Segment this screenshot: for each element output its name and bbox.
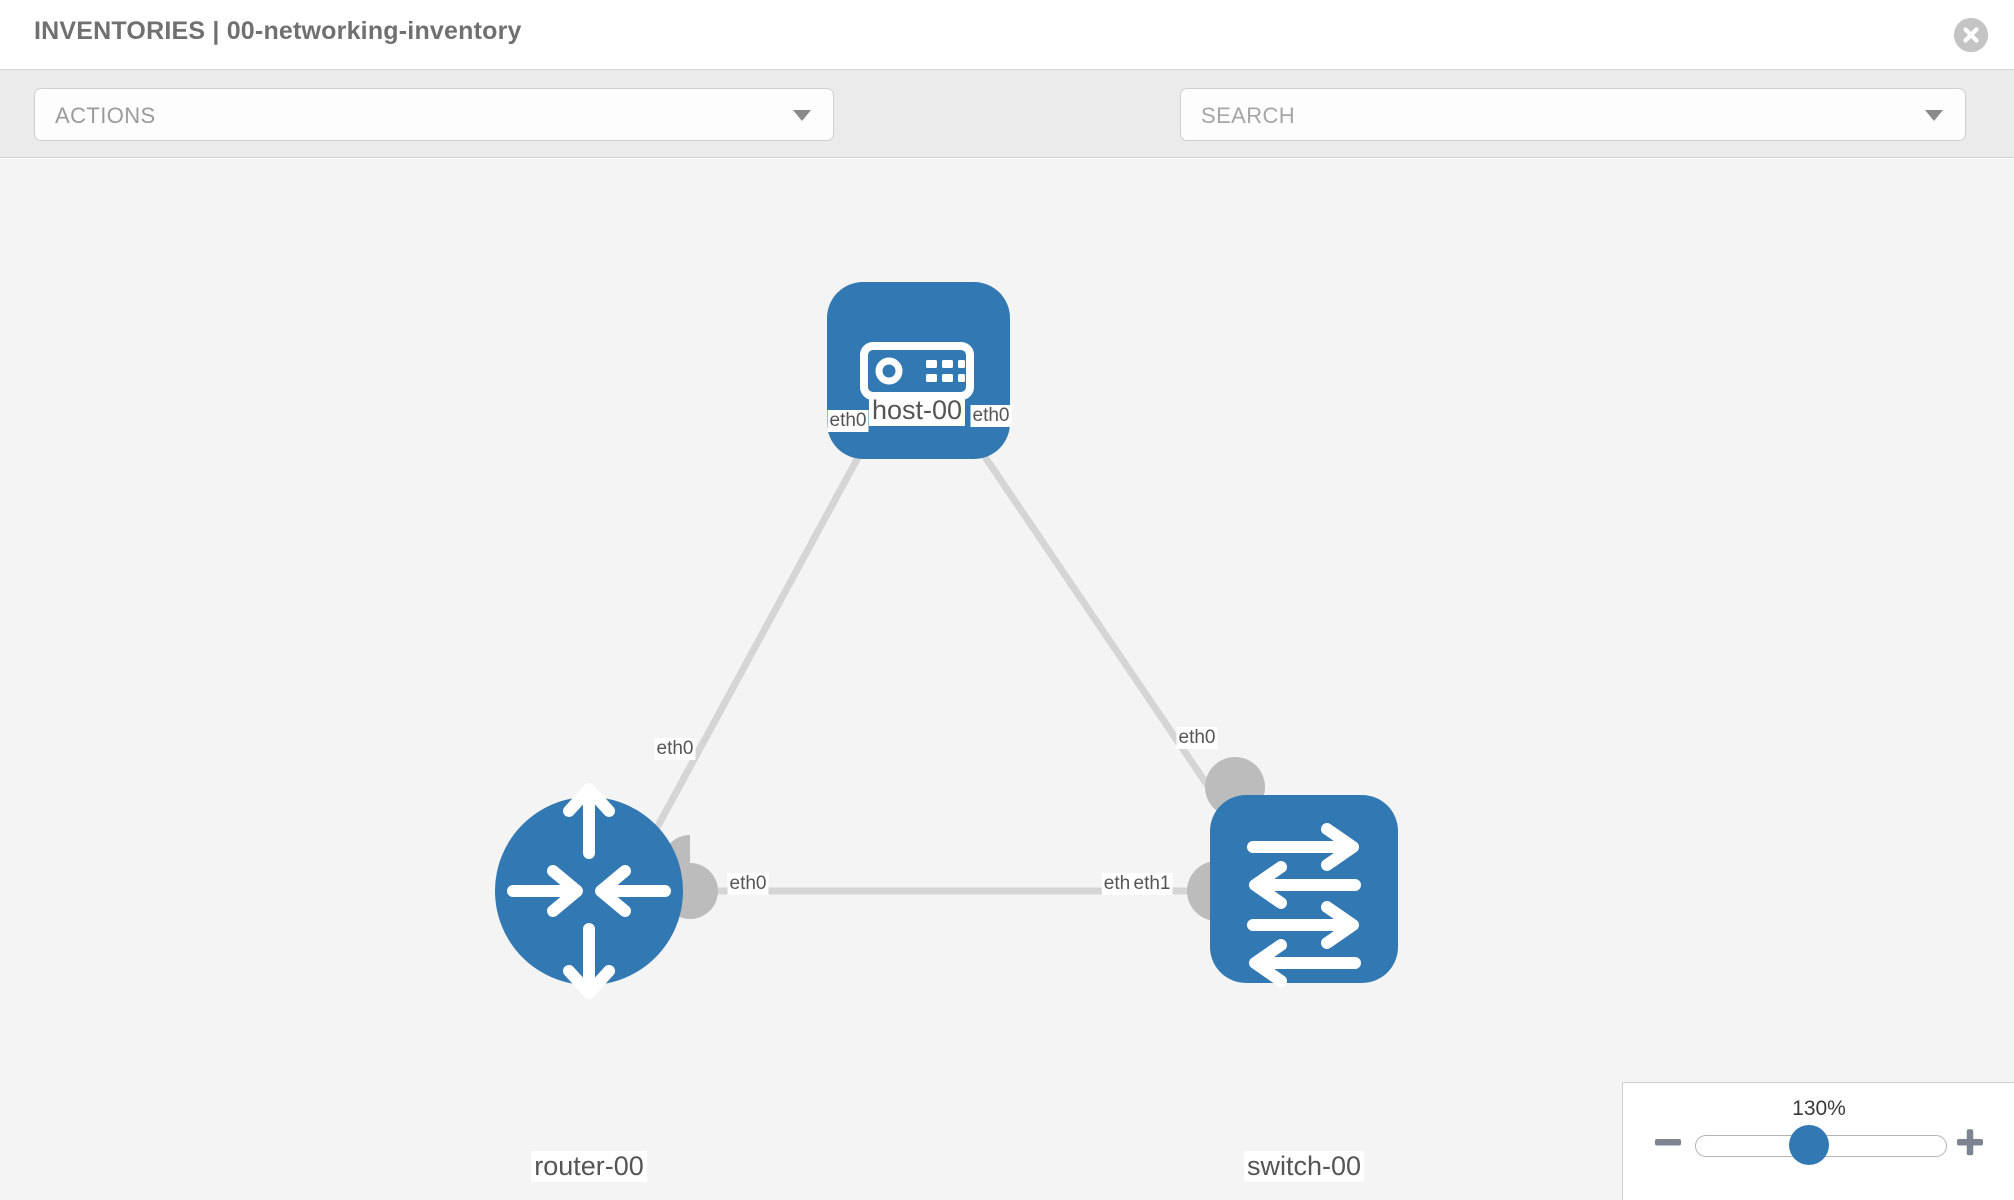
search-placeholder: SEARCH — [1201, 103, 1296, 128]
iface-label-router-eth0: eth0 — [727, 873, 769, 895]
chevron-down-icon[interactable] — [1925, 110, 1943, 121]
iface-label-router-uplink: eth0 — [654, 738, 696, 760]
toolbar: ACTIONS SEARCH — [0, 70, 2014, 200]
iface-label-switch-eth: eth — [1101, 873, 1133, 895]
link-host-switch — [955, 415, 1255, 853]
node-router-00 — [495, 783, 683, 999]
node-label-router-00: router-00 — [531, 1151, 647, 1182]
page-title: INVENTORIES | 00-networking-inventory — [34, 17, 522, 45]
page-header: INVENTORIES | 00-networking-inventory — [0, 0, 2014, 70]
minus-icon[interactable] — [1651, 1125, 1685, 1159]
zoom-control-panel: 130% — [1622, 1082, 2014, 1200]
actions-dropdown-label: ACTIONS — [55, 103, 156, 128]
search-input[interactable]: SEARCH — [1180, 88, 1966, 141]
plus-icon[interactable] — [1953, 1125, 1987, 1159]
node-label-host-00: host-00 — [868, 395, 966, 426]
iface-label-switch-eth1: eth1 — [1131, 873, 1173, 895]
node-switch-00 — [1210, 795, 1398, 987]
iface-label-switch-uplink: eth0 — [1176, 727, 1218, 749]
zoom-slider-thumb[interactable] — [1789, 1125, 1829, 1165]
node-label-switch-00: switch-00 — [1243, 1151, 1365, 1182]
iface-label-host-right: eth0 — [970, 405, 1012, 427]
iface-label-host-left: eth0 — [827, 410, 869, 432]
close-icon[interactable] — [1954, 18, 1988, 52]
topology-canvas[interactable]: eth0 eth0 eth0 eth0 eth0 eth eth1 host-0… — [0, 159, 2014, 1200]
actions-dropdown[interactable]: ACTIONS — [34, 88, 834, 141]
topology-links — [636, 415, 1255, 895]
chevron-down-icon — [793, 110, 811, 121]
node-host-00 — [827, 282, 1010, 459]
zoom-level-value: 130% — [1792, 1097, 1846, 1120]
link-host-router — [636, 415, 884, 861]
